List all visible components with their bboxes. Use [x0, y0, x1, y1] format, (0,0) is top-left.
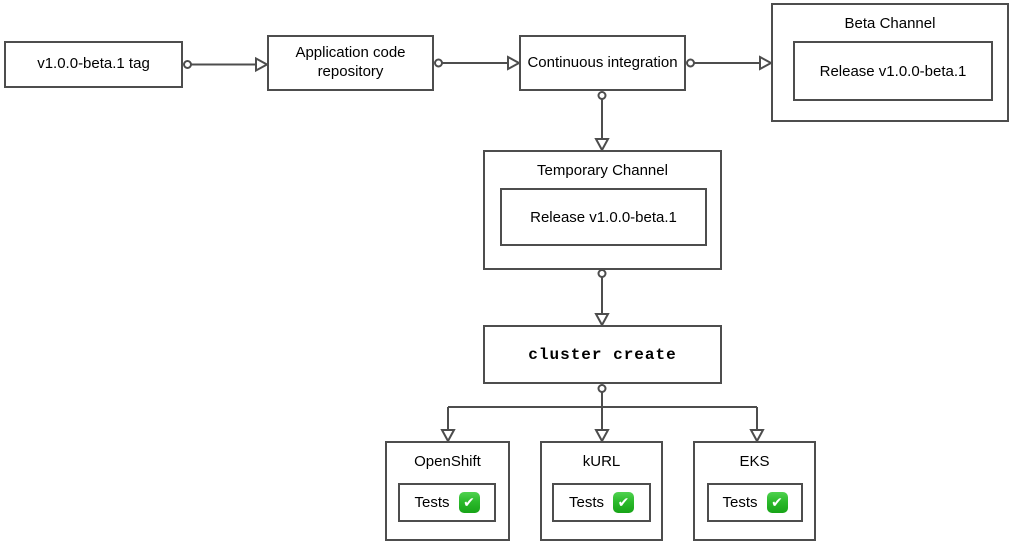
connector-dot: [597, 384, 607, 393]
arrowhead: [255, 56, 270, 73]
check-mark-icon: ✔: [458, 492, 480, 513]
tests-label: Tests: [722, 494, 758, 511]
arrowhead: [759, 55, 774, 71]
node-label: Release v1.0.0-beta.1: [530, 208, 677, 226]
tests-status: Tests ✔: [569, 492, 634, 513]
arrowhead: [507, 55, 522, 71]
tests-status: Tests ✔: [414, 492, 480, 513]
container-title: Temporary Channel: [537, 162, 668, 179]
tests-label: Tests: [568, 494, 604, 511]
node-eks-tests: Tests ✔: [707, 483, 803, 522]
node-openshift: OpenShift Tests ✔: [385, 441, 510, 541]
connector-dot: [434, 58, 443, 68]
arrowhead: [594, 429, 610, 444]
tests-label: Tests: [414, 494, 450, 511]
arrowhead: [749, 429, 765, 444]
node-temporary-release: Release v1.0.0-beta.1: [500, 188, 707, 246]
container-title: EKS: [739, 453, 770, 470]
connector-dot: [183, 60, 192, 69]
node-label: Application code repository: [295, 44, 406, 80]
container-title: Beta Channel: [844, 15, 936, 32]
check-mark-icon: ✔: [613, 492, 634, 513]
arrowhead: [440, 429, 456, 444]
node-continuous-integration: Continuous integration: [519, 35, 686, 91]
node-label: Continuous integration: [527, 53, 678, 71]
connector-dot: [597, 269, 607, 278]
check-mark-icon: ✔: [766, 492, 788, 513]
node-kurl-tests: Tests ✔: [552, 483, 651, 522]
node-label: Release v1.0.0-beta.1: [819, 62, 967, 80]
arrowhead: [594, 138, 610, 153]
node-kurl: kURL Tests ✔: [540, 441, 663, 541]
tests-status: Tests ✔: [722, 492, 788, 513]
node-label: cluster create: [528, 345, 677, 364]
node-openshift-tests: Tests ✔: [398, 483, 496, 522]
node-beta-release: Release v1.0.0-beta.1: [793, 41, 993, 101]
node-app-code-repository: Application code repository: [267, 35, 434, 91]
container-title: OpenShift: [414, 453, 481, 470]
connector-dot: [686, 58, 695, 68]
container-title: kURL: [582, 453, 621, 470]
node-temporary-channel: Temporary Channel Release v1.0.0-beta.1: [483, 150, 722, 270]
node-beta-channel: Beta Channel Release v1.0.0-beta.1: [771, 3, 1009, 122]
arrowhead: [594, 313, 610, 328]
node-version-tag: v1.0.0-beta.1 tag: [4, 41, 183, 88]
node-label: v1.0.0-beta.1 tag: [37, 55, 150, 73]
connector-dot: [597, 91, 607, 100]
node-eks: EKS Tests ✔: [693, 441, 816, 541]
node-cluster-create: cluster create: [483, 325, 722, 384]
